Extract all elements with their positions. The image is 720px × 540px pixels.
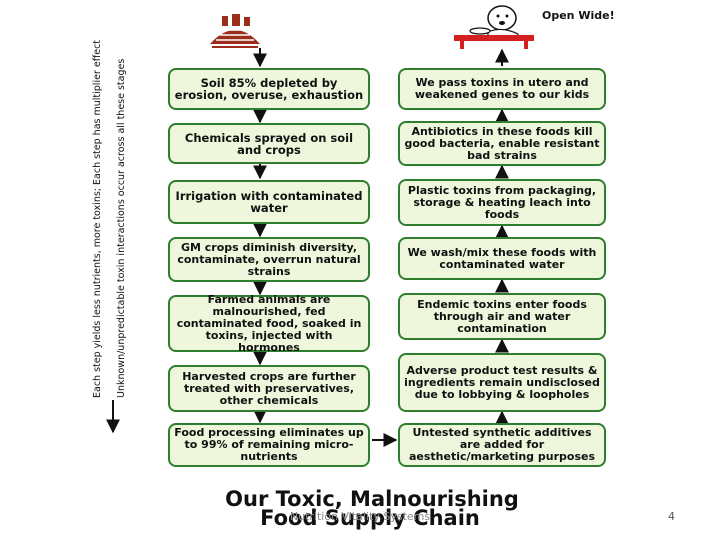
farm-field-icon xyxy=(210,14,260,48)
right-box-0: We pass toxins in utero and weakened gen… xyxy=(398,68,606,110)
right-box-1: Antibiotics in these foods kill good bac… xyxy=(398,121,606,166)
left-box-3: GM crops diminish diversity, contaminate… xyxy=(168,237,370,282)
left-box-0: Soil 85% depleted by erosion, overuse, e… xyxy=(168,68,370,110)
left-box-1: Chemicals sprayed on soil and crops xyxy=(168,123,370,164)
page-number: 4 xyxy=(668,510,675,523)
title-line1: Our Toxic, Malnourishing xyxy=(225,487,519,511)
open-wide-label: Open Wide! xyxy=(542,9,615,22)
right-box-4: Endemic toxins enter foods through air a… xyxy=(398,293,606,340)
footer-text: Nutrition Vitality Systems xyxy=(289,510,431,523)
person-eating-icon xyxy=(454,5,534,49)
right-box-2: Plastic toxins from packaging, storage &… xyxy=(398,179,606,226)
left-box-5: Harvested crops are further treated with… xyxy=(168,365,370,412)
left-box-2: Irrigation with contaminated water xyxy=(168,180,370,224)
right-box-3: We wash/mix these foods with contaminate… xyxy=(398,237,606,280)
side-note-line2: Unknown/unpredictable toxin interactions… xyxy=(116,58,127,398)
right-box-5: Adverse product test results & ingredien… xyxy=(398,353,606,412)
left-box-4: Farmed animals are malnourished, fed con… xyxy=(168,293,370,353)
side-note-line1: Each step yields less nutrients, more to… xyxy=(92,39,103,398)
left-box-6: Food processing eliminates up to 99% of … xyxy=(168,423,370,467)
title-line2: Food Supply Chain xyxy=(260,506,480,530)
right-box-6: Untested synthetic additives are added f… xyxy=(398,423,606,467)
